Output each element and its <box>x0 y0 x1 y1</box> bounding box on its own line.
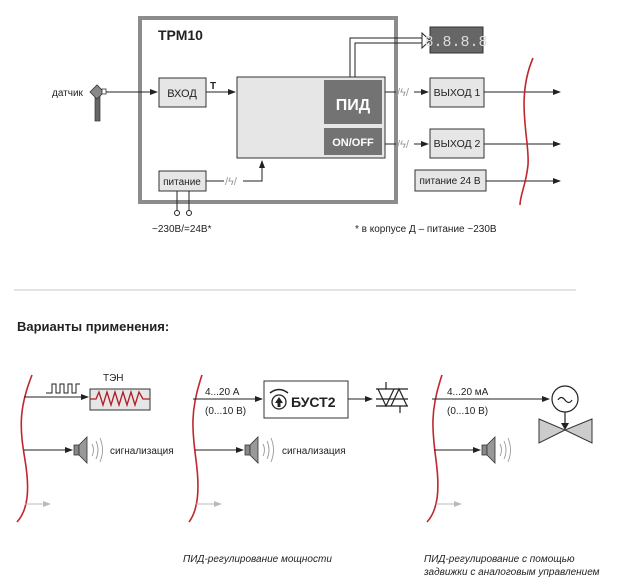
power-link: /ϟ/ <box>206 160 265 188</box>
signal-label: 4...20 мА <box>447 387 489 398</box>
triac-icon <box>376 382 408 413</box>
variant3: 4...20 мА (0...10 В) ПИД-регулирование с… <box>423 374 600 578</box>
pid-block <box>324 80 382 124</box>
valve-icon <box>538 418 593 444</box>
output1-link: /ϟ/ <box>385 87 429 99</box>
signal-alt-label: (0...10 В) <box>205 406 246 417</box>
power-block-label: питание <box>163 177 201 188</box>
digital-display <box>429 26 484 54</box>
variant3-caption-line1: ПИД-регулирование с помощью <box>424 554 575 565</box>
variant2: 4...20 А (0...10 В) БУСТ2 сигнализация <box>183 374 408 565</box>
alarm-label: сигнализация <box>282 446 346 457</box>
sensor-label: датчик <box>52 88 84 99</box>
input-block <box>158 77 207 108</box>
display-arrow-icon <box>421 31 431 50</box>
footnote: * в корпусе Д – питание ~230В <box>355 224 497 235</box>
output2-label: ВЫХОД 2 <box>434 138 481 150</box>
svg-text:/ϟ/: /ϟ/ <box>397 139 410 151</box>
output2-block <box>429 128 485 159</box>
device-title: ТРМ10 <box>158 27 203 43</box>
knob-icon <box>269 388 289 410</box>
cut-line <box>426 374 443 523</box>
onoff-block <box>324 128 382 155</box>
pid-label: ПИД <box>336 97 371 114</box>
speaker-icon <box>481 436 511 464</box>
input-signal-label: Т <box>210 81 216 92</box>
display-link <box>349 37 422 77</box>
pulse-icon <box>46 383 80 394</box>
alarm-label: сигнализация <box>110 446 174 457</box>
svg-text:/ϟ/: /ϟ/ <box>397 87 410 99</box>
heater-icon <box>90 389 150 408</box>
variant1: ТЭН сигнализация <box>16 373 174 523</box>
cut-line <box>188 374 203 523</box>
signal-alt-label: (0...10 В) <box>447 406 488 417</box>
variant2-caption: ПИД-регулирование мощности <box>183 554 332 565</box>
heater-label: ТЭН <box>103 373 124 384</box>
supply-label: ~230В/=24В* <box>152 224 212 235</box>
speaker-icon <box>73 436 103 464</box>
booster-label: БУСТ2 <box>291 394 336 410</box>
output2-link: /ϟ/ <box>385 139 429 151</box>
speaker-icon <box>244 436 274 464</box>
sensor-icon <box>89 84 107 122</box>
applications-heading: Варианты применения: <box>17 319 169 334</box>
output1-block <box>429 77 485 108</box>
output1-label: ВЫХОД 1 <box>434 87 481 99</box>
input-block-label: ВХОД <box>167 88 197 100</box>
power-out-label: питание 24 В <box>419 176 480 187</box>
valve-actuator-icon <box>551 385 579 430</box>
variant3-caption-line2: задвижки с аналоговым управлением <box>423 567 600 578</box>
signal-label: 4...20 А <box>205 387 240 398</box>
onoff-label: ON/OFF <box>332 137 374 149</box>
cut-line <box>16 374 33 523</box>
cut-line <box>519 57 534 206</box>
svg-text:/ϟ/: /ϟ/ <box>225 176 238 188</box>
display-digits: 8.8.8.8 <box>424 34 487 51</box>
supply-terminals <box>174 191 192 216</box>
